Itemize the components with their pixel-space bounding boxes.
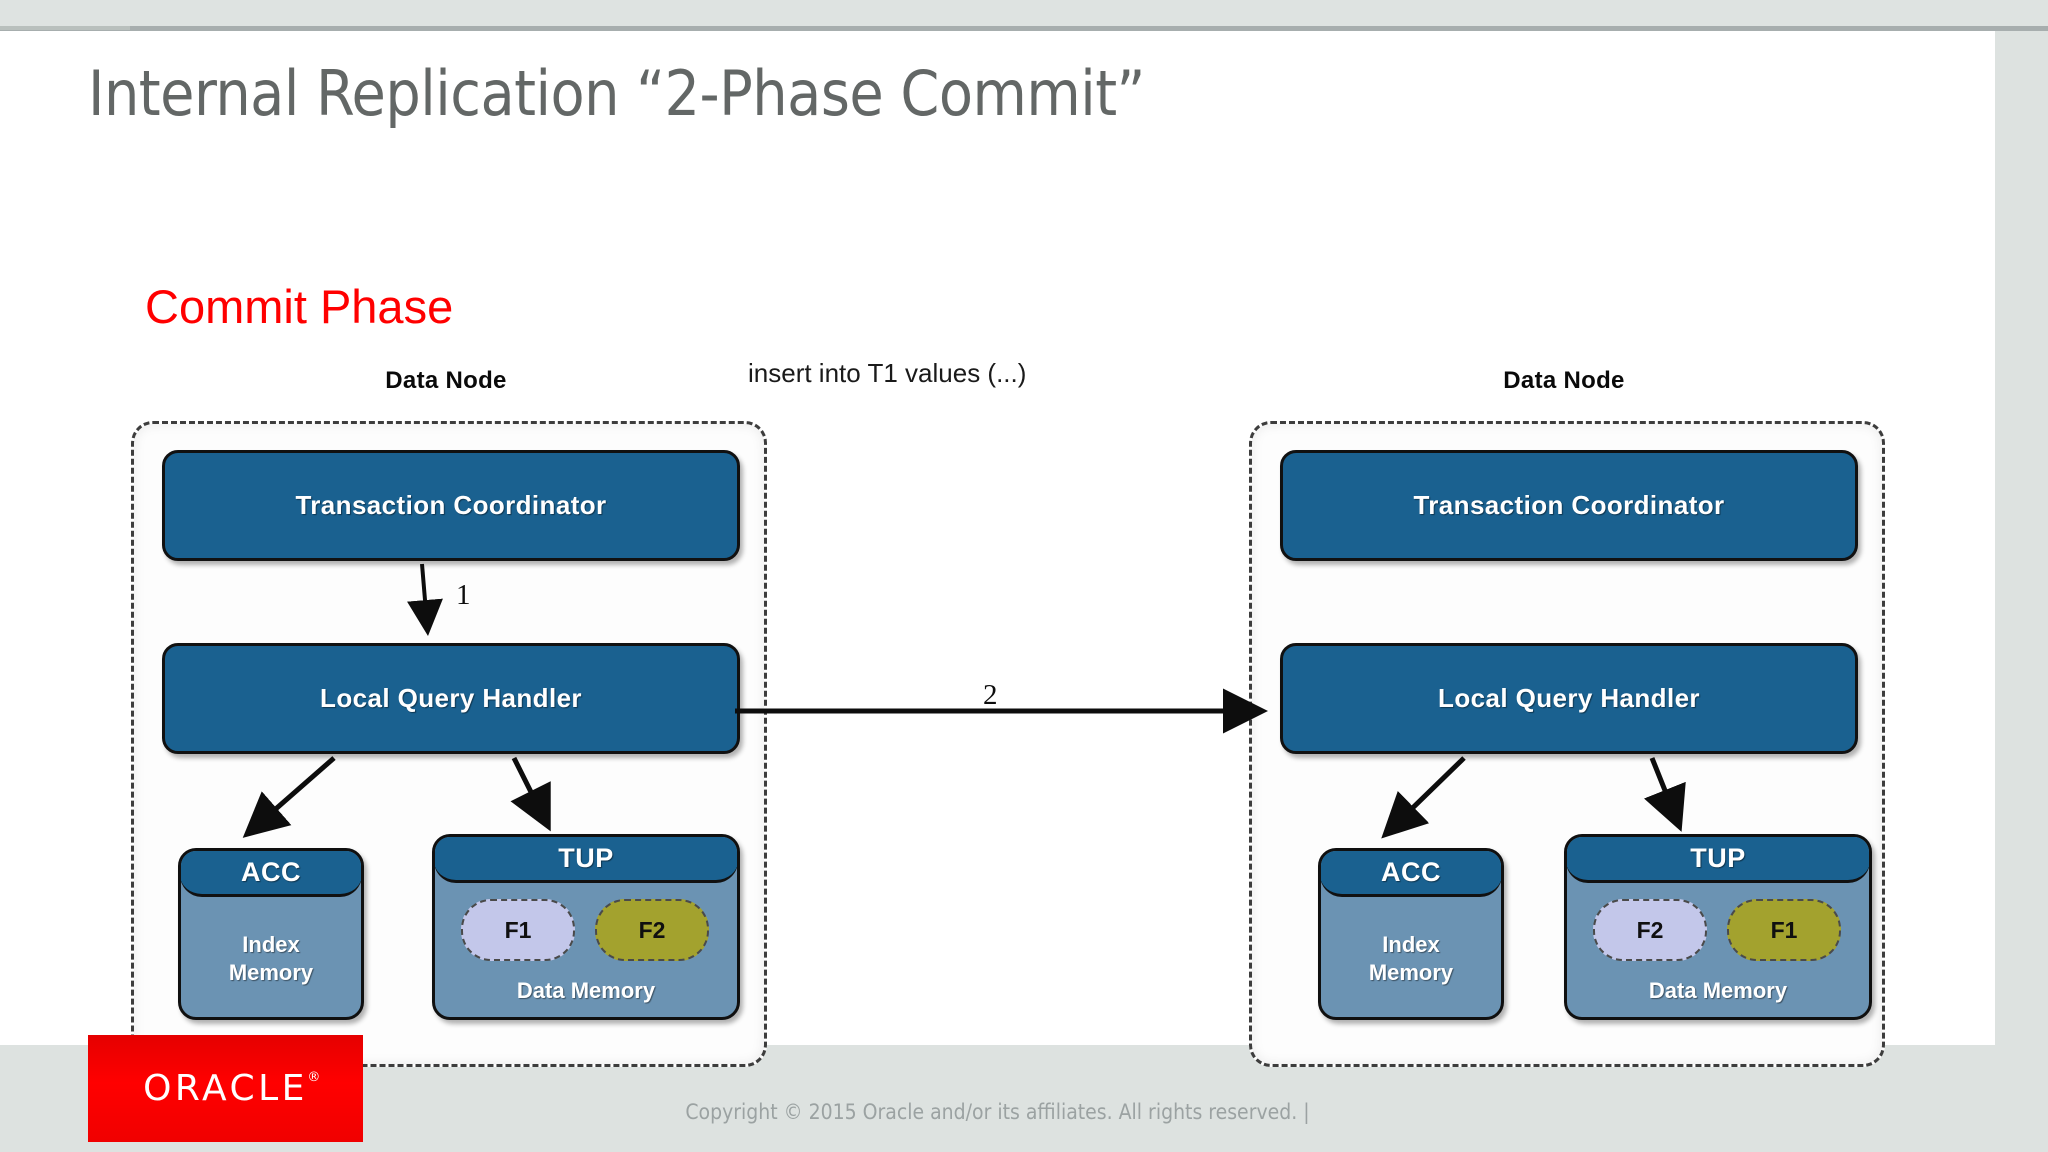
flow-step-2-label: 2 [983,679,998,711]
sql-statement-label: insert into T1 values (...) [748,358,1027,388]
phase-heading: Commit Phase [145,280,454,333]
oracle-logo: ORACLE® [88,1035,363,1142]
tup-store-replica[interactable]: TUP F2 F1 Data Memory [1564,834,1872,1020]
viewer-top-chrome [0,0,2048,26]
fragment-primary-2[interactable]: F2 [595,899,709,961]
tup-body-replica: Data Memory [1648,978,1788,1003]
local-query-handler-replica[interactable]: Local Query Handler [1280,643,1858,754]
oracle-wordmark-text: ORACLE [143,1068,308,1109]
viewer-top-divider [0,26,2048,31]
acc-body-primary: Index Memory [228,932,314,985]
local-query-handler-primary[interactable]: Local Query Handler [162,643,740,754]
acc-store-replica[interactable]: ACC Index Memory [1318,848,1504,1020]
acc-store-primary[interactable]: ACC Index Memory [178,848,364,1020]
node-caption-primary: Data Node [385,367,507,394]
tup-title-replica: TUP [1567,837,1869,883]
tup-body-primary: Data Memory [516,978,656,1003]
acc-title-primary: ACC [181,851,361,897]
copyright-notice: Copyright © 2015 Oracle and/or its affil… [685,1100,1310,1124]
oracle-wordmark: ORACLE® [143,1068,320,1109]
transaction-coordinator-primary[interactable]: Transaction Coordinator [162,450,740,561]
data-node-primary: Transaction Coordinator Local Query Hand… [131,421,767,1067]
acc-body-replica: Index Memory [1368,932,1454,985]
data-node-replica: Transaction Coordinator Local Query Hand… [1249,421,1885,1067]
registered-trademark-icon: ® [307,1070,324,1085]
page-title: Internal Replication “2-Phase Commit” [88,57,1145,130]
viewer-top-divider-accent [0,26,130,30]
flow-step-1-label: 1 [456,579,471,611]
arrow-primary-to-replica [735,688,1268,734]
acc-title-replica: ACC [1321,851,1501,897]
tup-title-primary: TUP [435,837,737,883]
transaction-coordinator-replica[interactable]: Transaction Coordinator [1280,450,1858,561]
slide-canvas: Internal Replication “2-Phase Commit” Co… [0,31,1995,1067]
viewer-right-margin [1995,31,2048,1152]
fragment-replica-2[interactable]: F1 [1727,899,1841,961]
fragment-replica-1[interactable]: F2 [1593,899,1707,961]
fragment-primary-1[interactable]: F1 [461,899,575,961]
tup-store-primary[interactable]: TUP F1 F2 Data Memory [432,834,740,1020]
node-caption-replica: Data Node [1503,367,1625,394]
